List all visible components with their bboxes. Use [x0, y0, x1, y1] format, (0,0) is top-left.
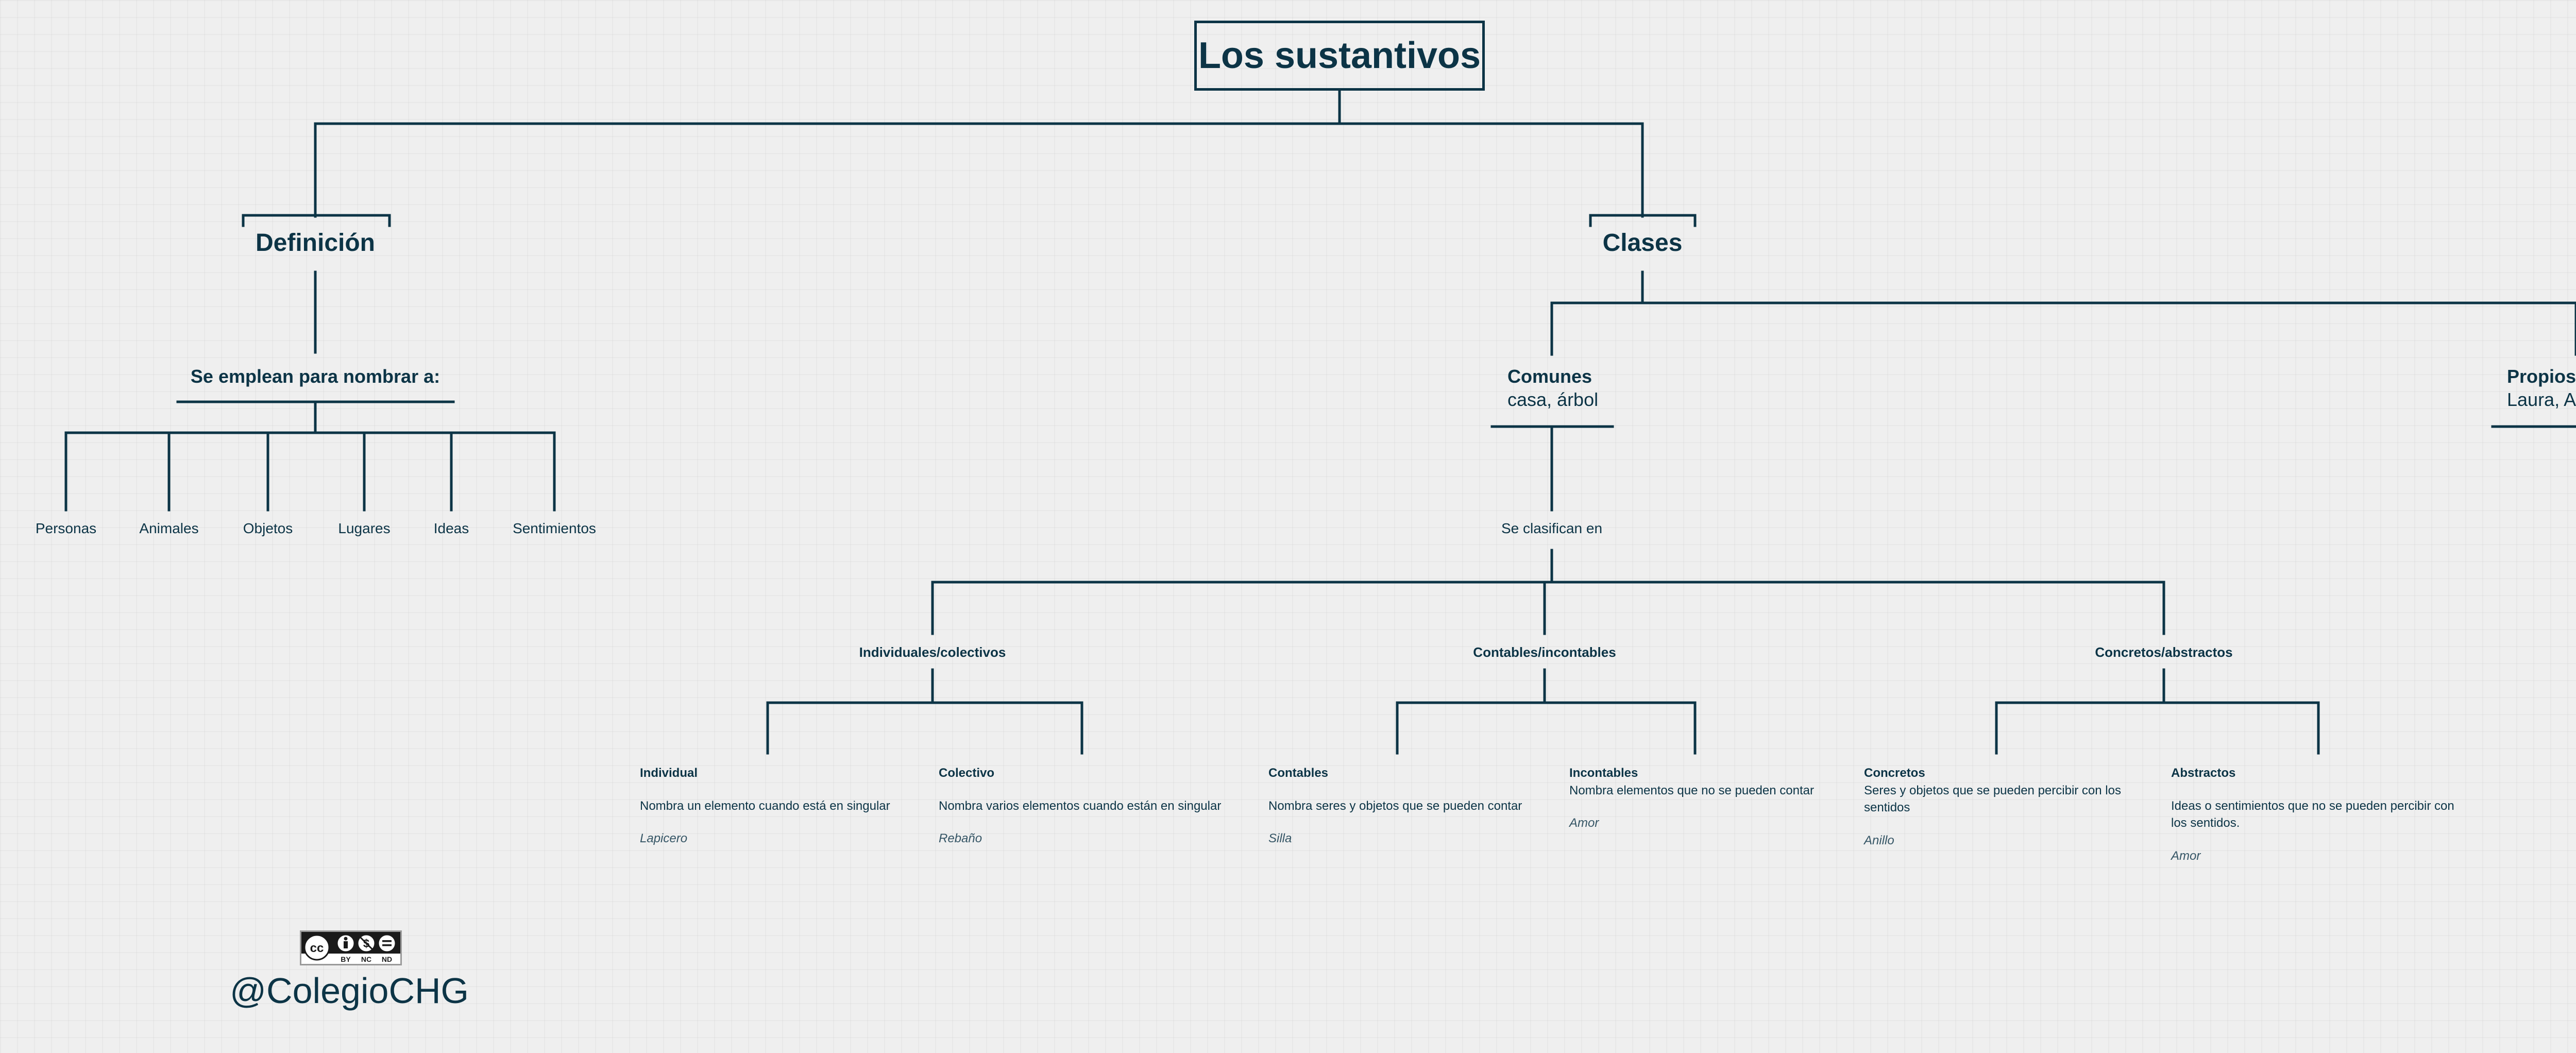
detail-title: Concretos: [1864, 766, 1925, 780]
connector-cat-3: [1995, 668, 2320, 755]
item-lugares: Lugares: [338, 520, 391, 536]
definicion-description: Se emplean para nombrar a:: [190, 366, 440, 387]
detail-contables: Contables Nombra seres y objetos que se …: [1268, 765, 1557, 847]
license-tag-by: BY: [341, 955, 351, 963]
detail-colectivo: Colectivo Nombra varios elementos cuando…: [939, 765, 1227, 847]
detail-title: Abstractos: [2171, 766, 2236, 780]
cc-license-badge: cc $ BY NC ND: [300, 930, 402, 965]
category-concretos: Concretos/abstractos: [2095, 644, 2233, 660]
connector-root: [314, 89, 1644, 218]
comunes-example: casa, árbol: [1507, 389, 1599, 410]
connector-cat-2: [1396, 668, 1697, 755]
root-node: Los sustantivos: [1194, 21, 1485, 91]
svg-text:cc: cc: [310, 941, 324, 955]
cc-icon: cc: [303, 934, 330, 961]
diagram-title: Los sustantivos: [1198, 35, 1481, 76]
propios-example: Laura, Alejandro: [2507, 389, 2576, 410]
item-objetos: Objetos: [243, 520, 293, 536]
detail-text: Seres y objetos que se pueden percibir c…: [1864, 783, 2121, 815]
license-tag-nc: NC: [361, 955, 371, 963]
definicion-label: Definición: [255, 229, 376, 257]
license-tag-nd: ND: [382, 955, 392, 963]
clases-label: Clases: [1602, 229, 1683, 257]
detail-text: Nombra elementos que no se pueden contar: [1569, 783, 1814, 797]
detail-text: Nombra seres y objetos que se pueden con…: [1268, 799, 1522, 813]
clasifican-label: Se clasifican en: [1501, 520, 1603, 536]
item-ideas: Ideas: [433, 520, 469, 536]
detail-title: Colectivo: [939, 766, 995, 780]
detail-title: Incontables: [1569, 766, 1638, 780]
nc-icon: $: [357, 933, 376, 953]
connector-cat-1: [766, 668, 1083, 755]
comunes-node: Comunes casa, árbol: [1507, 365, 1598, 411]
detail-example: Rebaño: [939, 831, 982, 846]
detail-example: Silla: [1268, 831, 1292, 846]
category-individuales: Individuales/colectivos: [859, 644, 1006, 660]
underline-definicion: [242, 214, 391, 227]
detail-example: Lapicero: [640, 831, 688, 846]
category-contables: Contables/incontables: [1473, 644, 1616, 660]
detail-individual: Individual Nombra un elemento cuando est…: [640, 765, 928, 847]
comunes-label: Comunes: [1507, 366, 1592, 387]
connector-items: [64, 401, 556, 512]
detail-incontables: Incontables Nombra elementos que no se p…: [1569, 765, 1858, 832]
nd-icon: [377, 933, 397, 953]
propios-node: Propios Laura, Alejandro: [2507, 365, 2576, 411]
item-animales: Animales: [139, 520, 199, 536]
detail-abstractos: Abstractos Ideas o sentimientos que no s…: [2171, 765, 2470, 864]
connector-clases: [1550, 270, 2576, 356]
item-sentimientos: Sentimientos: [513, 520, 596, 536]
detail-concretos: Concretos Seres y objetos que se pueden …: [1864, 765, 2142, 849]
detail-example: Amor: [1569, 816, 1599, 830]
connector-clasifican: [931, 549, 2165, 635]
author-handle: @ColegioCHG: [230, 971, 469, 1011]
detail-example: Anillo: [1864, 833, 1894, 847]
by-icon: [336, 933, 355, 953]
detail-title: Contables: [1268, 766, 1329, 780]
detail-title: Individual: [640, 766, 698, 780]
item-personas: Personas: [35, 520, 97, 536]
propios-label: Propios: [2507, 366, 2576, 387]
detail-text: Nombra varios elementos cuando están en …: [939, 799, 1222, 813]
underline-clases: [1589, 214, 1697, 227]
detail-text: Nombra un elemento cuando está en singul…: [640, 799, 890, 813]
detail-text: Ideas o sentimientos que no se pueden pe…: [2171, 799, 2454, 830]
detail-example: Amor: [2171, 848, 2201, 863]
